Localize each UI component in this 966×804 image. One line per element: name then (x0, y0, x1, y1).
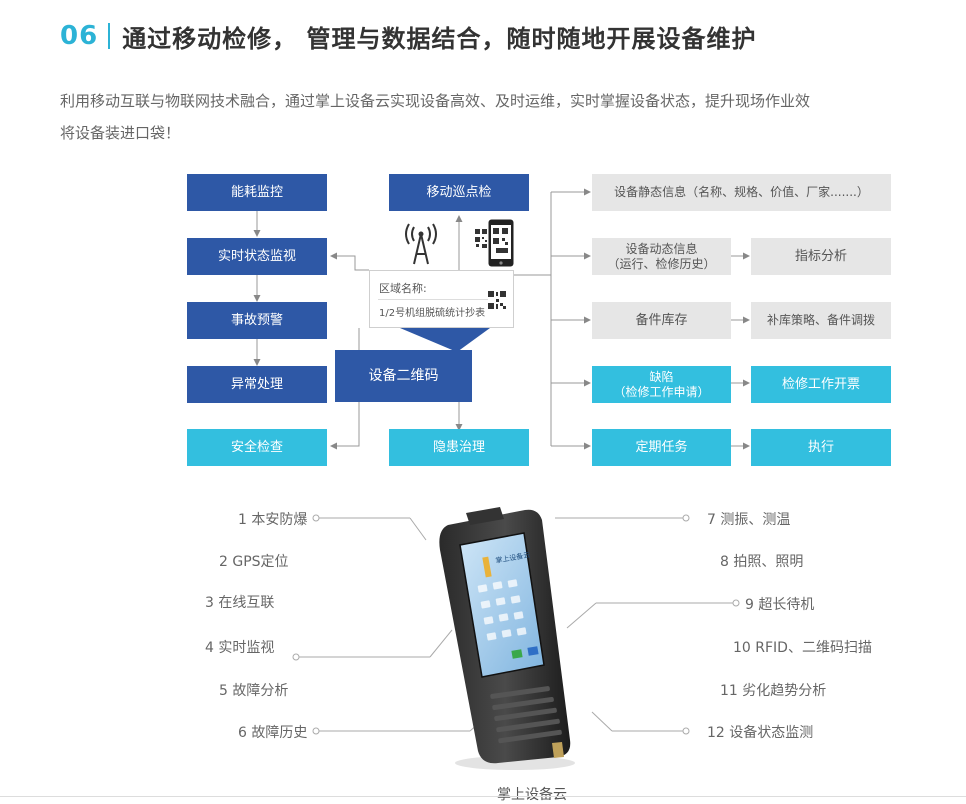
box-exception-handling: 异常处理 (187, 366, 327, 403)
antenna-icon (405, 223, 437, 265)
defect-line-1: 缺陷 (649, 369, 674, 384)
box-index-analysis: 指标分析 (751, 238, 891, 275)
description-line-2: 将设备装进口袋！ (60, 124, 181, 142)
dynamic-info-line-1: 设备动态信息 (625, 241, 698, 256)
box-hazard-governance: 隐患治理 (389, 429, 529, 466)
feature-9: 9 超长待机 (745, 597, 815, 613)
qr-code-icon (474, 228, 488, 250)
feature-5: 5 故障分析 (219, 683, 289, 699)
card-area-label: 区域名称: (379, 282, 427, 295)
card-divider (378, 299, 488, 300)
page-header: 06 通过移动检修， 管理与数据结合，随时随地开展设备维护 (60, 18, 757, 54)
title-divider (108, 23, 111, 49)
device-caption: 掌上设备云 (497, 787, 567, 803)
box-energy-monitor: 能耗监控 (187, 174, 327, 211)
feature-12: 12 设备状态监测 (707, 725, 814, 741)
box-work-ticket: 检修工作开票 (751, 366, 891, 403)
box-dynamic-info: 设备动态信息 （运行、检修历史） (592, 238, 731, 275)
feature-2: 2 GPS定位 (219, 554, 289, 570)
section-number: 06 (60, 21, 99, 51)
box-static-info: 设备静态信息（名称、规格、价值、厂家.......） (592, 174, 891, 211)
description-line-1: 利用移动互联与物联网技术融合，通过掌上设备云实现设备高效、及时运维，实时掌握设备… (60, 92, 811, 110)
phone-scan-icon (488, 219, 514, 267)
box-accident-warning: 事故预警 (187, 302, 327, 339)
box-realtime-status: 实时状态监视 (187, 238, 327, 275)
card-qr-icon (488, 291, 506, 309)
box-safety-check: 安全检查 (187, 429, 327, 466)
feature-6: 6 故障历史 (238, 725, 308, 741)
card-area-value: 1/2号机组脱硫统计抄表 (379, 308, 486, 319)
box-execute: 执行 (751, 429, 891, 466)
box-mobile-inspection: 移动巡点检 (389, 174, 529, 211)
feature-7: 7 测振、测温 (707, 512, 791, 528)
page-title: 通过移动检修， 管理与数据结合，随时随地开展设备维护 (122, 24, 757, 53)
feature-10: 10 RFID、二维码扫描 (733, 640, 872, 656)
feature-8: 8 拍照、照明 (720, 554, 804, 570)
box-equipment-qr-code: 设备二维码 (335, 350, 472, 402)
bottom-divider (0, 796, 966, 797)
feature-11: 11 劣化趋势分析 (720, 683, 827, 699)
feature-4: 4 实时监视 (205, 640, 275, 656)
box-spare-stock: 备件库存 (592, 302, 731, 339)
feature-1: 1 本安防爆 (238, 512, 308, 528)
box-restock-strategy: 补库策略、备件调拨 (751, 302, 891, 339)
handheld-device-illustration: 掌上设备云 (439, 507, 575, 770)
feature-3: 3 在线互联 (205, 595, 275, 611)
box-periodic-task: 定期任务 (592, 429, 731, 466)
defect-line-2: （检修工作申请） (613, 384, 710, 399)
dynamic-info-line-2: （运行、检修历史） (607, 256, 716, 271)
box-defect: 缺陷 （检修工作申请） (592, 366, 731, 403)
qr-info-card: 区域名称: 1/2号机组脱硫统计抄表 (369, 270, 514, 328)
